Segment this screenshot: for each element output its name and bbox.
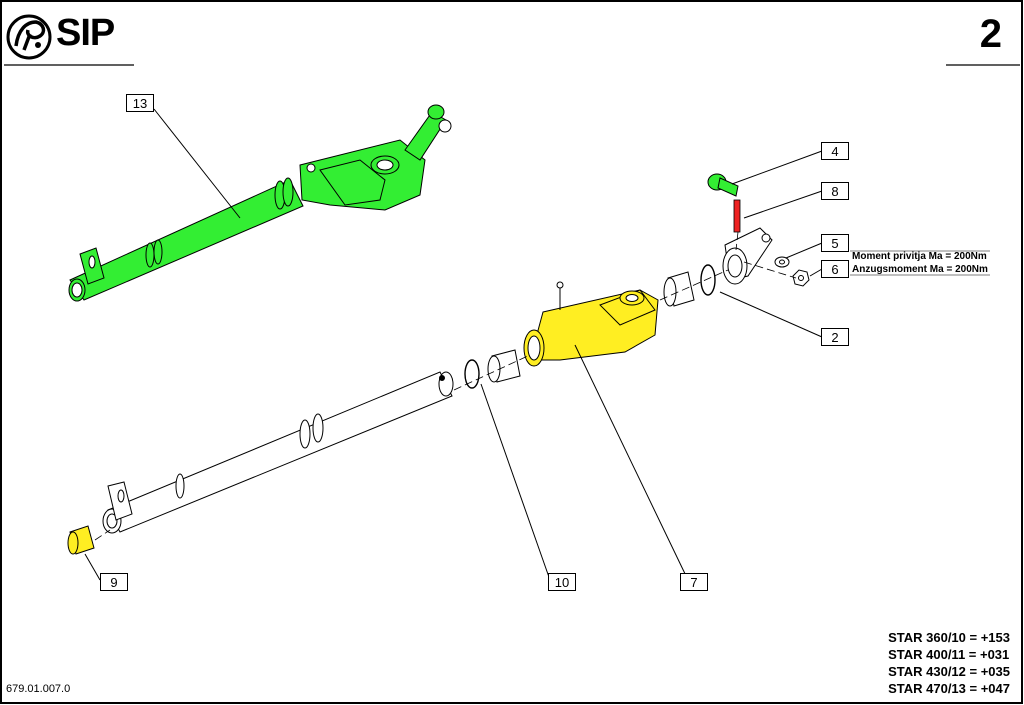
- callout-8: 8: [821, 182, 849, 200]
- model-row: STAR 430/12 = +035: [888, 664, 1010, 679]
- callout-13: 13: [126, 94, 154, 112]
- leader-lines: [84, 108, 990, 581]
- part-7-housing: [523, 281, 659, 367]
- model-row: STAR 470/13 = +047: [888, 681, 1010, 696]
- brand-name: SIP: [56, 12, 115, 54]
- callout-2: 2: [821, 328, 849, 346]
- callout-5: 5: [821, 234, 849, 252]
- page-number: 2: [979, 12, 1002, 56]
- callout-10: 10: [548, 573, 576, 591]
- callout-7: 7: [680, 573, 708, 591]
- torque-note-line-1: Moment privitja Ma = 200Nm: [852, 251, 987, 262]
- white-tube-assembly: [102, 371, 454, 534]
- part-10-ring: [464, 359, 480, 389]
- model-table: STAR 360/10 = +153 STAR 400/11 = +031 ST…: [888, 629, 1010, 697]
- callout-6: 6: [821, 260, 849, 278]
- lever-part: [722, 227, 773, 285]
- torque-note-line-2: Anzugsmoment Ma = 200Nm: [852, 264, 988, 275]
- part-5-washer: [774, 256, 790, 268]
- model-row: STAR 360/10 = +153: [888, 630, 1010, 645]
- callout-9: 9: [100, 573, 128, 591]
- document-code: 679.01.007.0: [6, 683, 71, 695]
- model-row: STAR 400/11 = +031: [888, 647, 1010, 662]
- bushing-white: [487, 349, 521, 383]
- callout-4: 4: [821, 142, 849, 160]
- part-6-nut: [792, 269, 810, 287]
- sip-logo-icon: [6, 14, 52, 60]
- part-2-bushing-and-ring: [663, 264, 716, 307]
- part-4-bolt: [707, 173, 739, 197]
- part-9-bushing: [67, 525, 95, 555]
- assembly-13-green: [68, 104, 452, 302]
- torque-note: Moment privitja Ma = 200Nm Anzugsmoment …: [852, 250, 988, 276]
- part-8-pin: [733, 199, 741, 233]
- assembly-axis: [94, 231, 797, 541]
